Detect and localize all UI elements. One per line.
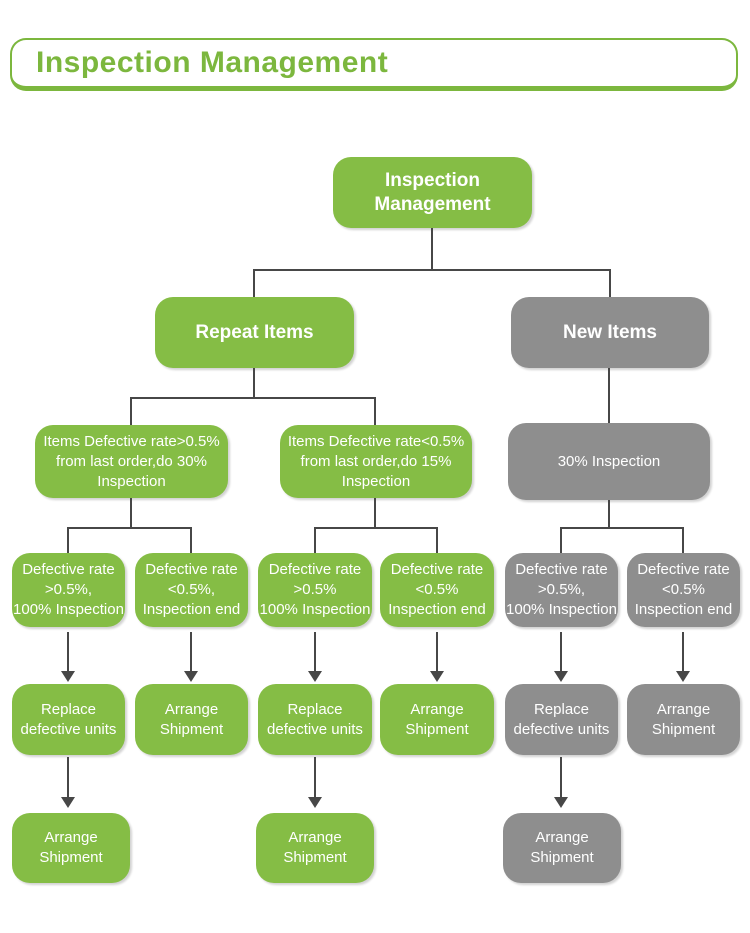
node-new-items: New Items xyxy=(511,297,709,368)
node-defect-rate-low-repeat30: Defective rate <0.5%, Inspection end xyxy=(135,553,248,627)
node-final-arrange-shipment-2: Arrange Shipment xyxy=(256,813,374,883)
node-repeat-defect-high: Items Defective rate>0.5% from last orde… xyxy=(35,425,228,498)
connector-line xyxy=(253,368,255,399)
flow-arrow-down xyxy=(190,632,192,671)
node-repeat-defect-low: Items Defective rate<0.5% from last orde… xyxy=(280,425,472,498)
connector-line xyxy=(682,527,684,553)
connector-line xyxy=(374,498,376,529)
page-title: Inspection Management xyxy=(36,46,389,79)
flow-arrow-down xyxy=(560,757,562,797)
connector-line xyxy=(254,269,611,271)
flow-arrow-down xyxy=(682,632,684,671)
node-replace-units-3: Replace defective units xyxy=(505,684,618,755)
node-replace-units-1: Replace defective units xyxy=(12,684,125,755)
connector-line xyxy=(609,269,611,297)
connector-line xyxy=(315,527,438,529)
connector-line xyxy=(68,527,192,529)
flow-arrow-down xyxy=(67,757,69,797)
connector-line xyxy=(67,527,69,553)
connector-line xyxy=(608,368,610,423)
connector-line xyxy=(431,228,433,271)
node-defect-rate-high-repeat15: Defective rate >0.5% 100% Inspection xyxy=(258,553,372,627)
connector-line xyxy=(190,527,192,553)
node-defect-rate-low-new: Defective rate <0.5% Inspection end xyxy=(627,553,740,627)
node-arrange-shipment-1: Arrange Shipment xyxy=(135,684,248,755)
connector-line xyxy=(374,397,376,425)
node-defect-rate-low-repeat15: Defective rate <0.5% Inspection end xyxy=(380,553,494,627)
flow-arrow-down xyxy=(314,757,316,797)
node-arrange-shipment-2: Arrange Shipment xyxy=(380,684,494,755)
connector-line xyxy=(253,269,255,297)
node-defect-rate-high-new: Defective rate >0.5%, 100% Inspection xyxy=(505,553,618,627)
connector-line xyxy=(130,397,132,425)
node-defect-rate-high-repeat30: Defective rate >0.5%, 100% Inspection xyxy=(12,553,125,627)
node-replace-units-2: Replace defective units xyxy=(258,684,372,755)
connector-line xyxy=(130,498,132,529)
connector-line xyxy=(561,527,684,529)
connector-line xyxy=(131,397,376,399)
connector-line xyxy=(314,527,316,553)
node-arrange-shipment-3: Arrange Shipment xyxy=(627,684,740,755)
connector-line xyxy=(608,500,610,529)
flow-arrow-down xyxy=(560,632,562,671)
node-repeat-items: Repeat Items xyxy=(155,297,354,368)
flow-arrow-down xyxy=(67,632,69,671)
node-final-arrange-shipment-3: Arrange Shipment xyxy=(503,813,621,883)
header-bar: Inspection Management xyxy=(10,38,738,91)
connector-line xyxy=(560,527,562,553)
flow-arrow-down xyxy=(314,632,316,671)
node-final-arrange-shipment-1: Arrange Shipment xyxy=(12,813,130,883)
flow-arrow-down xyxy=(436,632,438,671)
node-new-30-inspection: 30% Inspection xyxy=(508,423,710,500)
connector-line xyxy=(436,527,438,553)
node-inspection-management: Inspection Management xyxy=(333,157,532,228)
